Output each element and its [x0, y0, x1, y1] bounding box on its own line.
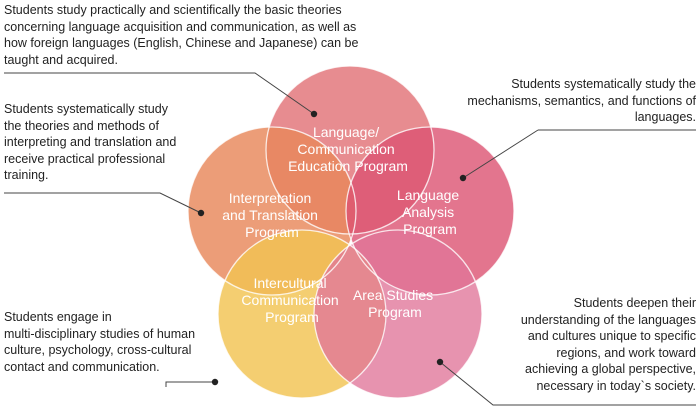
- leader-line-language-communication: [4, 72, 315, 115]
- description-language-analysis: Students systematically study the mechan…: [467, 77, 696, 124]
- leader-dots: [197, 110, 467, 386]
- leader-line-area-studies: [439, 361, 696, 406]
- leader-dot-interpretation-translation: [197, 209, 205, 217]
- description-language-communication: Students study practically and scientifi…: [4, 3, 359, 67]
- label-intercultural-communication: Intercultural Communication Program: [241, 275, 342, 325]
- leader-dot-intercultural-communication: [211, 378, 219, 386]
- label-interpretation-translation: Interpretation and Translation Program: [222, 190, 322, 240]
- leader-line-intercultural-communication: [165, 381, 215, 387]
- leader-line-interpretation-translation: [4, 192, 202, 214]
- leader-line-language-analysis: [462, 129, 539, 179]
- leader-dot-area-studies: [436, 358, 444, 366]
- description-area-studies: Students deepen their understanding of t…: [520, 296, 696, 393]
- leader-lines: [4, 72, 696, 406]
- circle-outlines: [187, 65, 515, 399]
- description-interpretation-translation: Students systematically study the theori…: [4, 102, 177, 182]
- description-intercultural-communication: Students engage in multi-disciplinary st…: [4, 310, 196, 374]
- leader-dot-language-communication: [310, 110, 318, 118]
- circle-area-studies: [314, 230, 482, 398]
- label-area-studies: Area Studies Program: [353, 287, 437, 320]
- label-language-analysis: Language Analysis Program: [397, 187, 463, 237]
- label-language-communication: Language/ Communication Education Progra…: [288, 124, 408, 174]
- leader-dot-language-analysis: [459, 174, 467, 182]
